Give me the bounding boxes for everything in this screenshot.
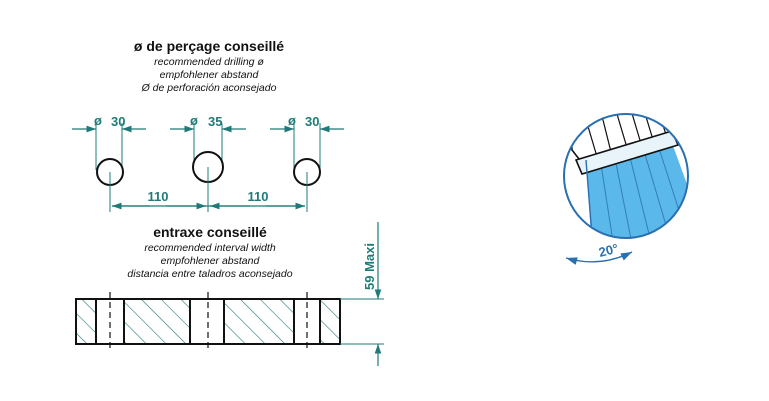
drilling-line-es: Ø de perforación aconsejado <box>141 82 277 94</box>
height-dimension: 59 Maxi <box>340 222 384 366</box>
drilling-text-block: ø de perçage conseillé recommended drill… <box>134 38 284 94</box>
section-segment-2 <box>123 298 191 345</box>
interval-line-en: recommended interval width <box>144 242 275 254</box>
height-label: 59 Maxi <box>362 243 377 290</box>
interval-text-block: entraxe conseillé recommended interval w… <box>127 224 292 280</box>
section-segment-4 <box>319 298 341 345</box>
hole-centerlines <box>109 167 308 212</box>
spacing-right-value: 110 <box>248 189 269 204</box>
spray-detail: 20° <box>563 113 689 265</box>
section-centerlines <box>109 292 308 352</box>
spacing-dimensions: 110 110 <box>112 189 305 210</box>
dia-3-value: 30 <box>305 114 319 129</box>
drilling-line-de: empfohlener abstand <box>160 69 260 81</box>
interval-line-es: distancia entre taladros aconsejado <box>127 268 292 280</box>
angle-reference-line <box>585 159 595 238</box>
detail-lens-border <box>563 113 689 239</box>
interval-title: entraxe conseillé <box>153 224 267 240</box>
hole-1-group: ø 30 <box>72 113 146 186</box>
spacing-left-value: 110 <box>148 189 169 204</box>
nozzle-tip <box>574 130 680 175</box>
drilling-line-en: recommended drilling ø <box>154 56 264 68</box>
section-segment-1 <box>75 298 97 345</box>
dia-1-symbol: ø <box>94 113 102 128</box>
drilling-title: ø de perçage conseillé <box>134 38 284 54</box>
dia-1-value: 30 <box>111 114 125 129</box>
cross-section <box>75 292 341 352</box>
dia-2-symbol: ø <box>190 113 198 128</box>
angle-arc <box>565 251 633 265</box>
interval-line-de: empfohlener abstand <box>161 255 261 267</box>
angle-label: 20° <box>597 241 620 260</box>
section-segment-3 <box>223 298 295 345</box>
dia-2-value: 35 <box>208 114 222 129</box>
dia-3-symbol: ø <box>288 113 296 128</box>
